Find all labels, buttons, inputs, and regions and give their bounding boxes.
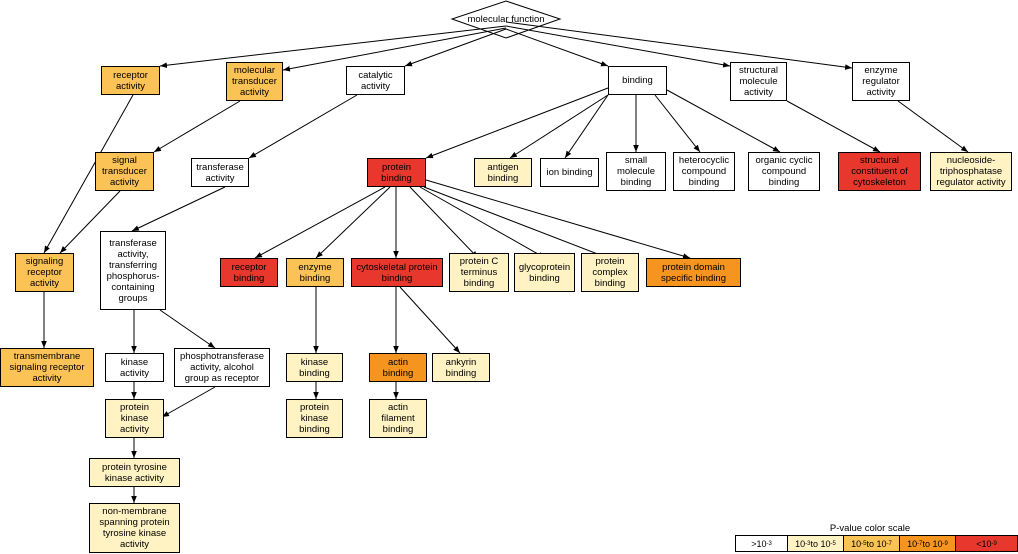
edge-30 — [409, 186, 479, 259]
node-enzyme-regulator[interactable]: enzyme regulator activity — [852, 62, 910, 101]
edge-2 — [282, 27, 507, 72]
node-enzyme-binding[interactable]: enzyme binding — [286, 258, 344, 287]
node-actin-binding[interactable]: actin binding — [369, 353, 427, 382]
edge-13 — [509, 94, 609, 159]
edge-1 — [159, 25, 507, 68]
edge-9 — [59, 190, 121, 254]
edge-31 — [419, 186, 546, 259]
edge-17 — [666, 89, 781, 153]
node-non-membrane-tyrosine-kinase[interactable]: non-membrane spanning protein tyrosine k… — [89, 503, 180, 553]
legend-item-5: <10-9 — [956, 536, 1017, 551]
edge-22 — [159, 309, 216, 349]
edge-37 — [399, 286, 461, 354]
node-molecular-transducer[interactable]: molecular transducer activity — [226, 62, 283, 101]
node-ankyrin-binding[interactable]: ankyrin binding — [432, 353, 490, 382]
edge-24 — [161, 386, 216, 418]
p-value-legend: >10-3 10-3 to 10-5 10-5 to 10-7 10-7 to … — [735, 535, 1018, 552]
edge-14 — [564, 94, 609, 159]
edge-19 — [897, 100, 969, 153]
node-heterocyclic-compound-binding[interactable]: heterocyclic compound binding — [673, 152, 735, 191]
node-protein-domain-specific-binding[interactable]: protein domain specific binding — [646, 258, 741, 287]
edge-4 — [505, 28, 609, 67]
legend-item-3-base: 10 — [851, 538, 862, 549]
legend-item-3-mid: to 10 — [866, 538, 887, 549]
edge-27 — [254, 186, 386, 259]
node-molecular-function[interactable]: molecular function — [467, 13, 545, 25]
edge-28 — [315, 186, 391, 259]
node-antigen-binding[interactable]: antigen binding — [474, 158, 532, 187]
node-actin-filament-binding[interactable]: actin filament binding — [369, 399, 427, 438]
legend-item-5-base: <10 — [976, 538, 992, 549]
node-protein-kinase-binding[interactable]: protein kinase binding — [286, 399, 343, 438]
edge-33 — [425, 179, 691, 259]
node-organic-cyclic-compound-binding[interactable]: organic cyclic compound binding — [748, 152, 820, 191]
node-cytoskeletal-protein-binding[interactable]: cytoskeletal protein binding — [351, 258, 443, 287]
node-protein-kinase-activity[interactable]: protein kinase activity — [105, 399, 164, 438]
node-phosphotransferase-alcohol[interactable]: phosphotransferase activity, alcohol gro… — [174, 348, 270, 387]
node-transmembrane-signaling-receptor[interactable]: transmembrane signaling receptor activit… — [0, 348, 94, 387]
legend-item-2-base: 10 — [795, 538, 806, 549]
node-glycoprotein-binding[interactable]: glycoprotein binding — [514, 253, 575, 292]
legend-item-1: >10-3 — [736, 536, 788, 551]
legend-title: P-value color scale — [829, 523, 911, 534]
edge-10 — [248, 94, 358, 159]
edge-3 — [404, 28, 507, 67]
node-binding[interactable]: binding — [608, 66, 667, 95]
node-signaling-receptor-activity[interactable]: signaling receptor activity — [15, 253, 74, 292]
edge-32 — [423, 186, 609, 259]
edge-18 — [786, 100, 881, 153]
node-transferase-activity[interactable]: transferase activity — [191, 158, 249, 187]
edge-5 — [505, 25, 731, 68]
node-small-molecule-binding[interactable]: small molecule binding — [606, 152, 666, 191]
node-protein-binding[interactable]: protein binding — [367, 158, 426, 187]
node-kinase-binding[interactable]: kinase binding — [286, 353, 343, 382]
edge-16 — [654, 94, 701, 153]
legend-item-2-mid: to 10 — [810, 538, 831, 549]
node-kinase-activity[interactable]: kinase activity — [105, 353, 164, 382]
legend-item-2: 10-3 to 10-5 — [788, 536, 844, 551]
edge-11 — [131, 186, 226, 232]
legend-item-4-mid: to 10 — [922, 538, 943, 549]
legend-item-1-base: >10 — [751, 538, 767, 549]
node-signal-transducer[interactable]: signal transducer activity — [95, 152, 154, 191]
node-transferase-phosphorus[interactable]: transferase activity, transferring phosp… — [100, 231, 166, 310]
edge-6 — [505, 21, 853, 70]
node-nucleoside-triphosphatase-regulator[interactable]: nucleoside- triphosphatase regulator act… — [930, 152, 1012, 191]
node-structural-molecule[interactable]: structural molecule activity — [730, 62, 787, 101]
node-structural-constituent-cytoskeleton[interactable]: structural constituent of cytoskeleton — [838, 152, 921, 191]
legend-item-3: 10-5 to 10-7 — [844, 536, 900, 551]
edge-7 — [43, 94, 134, 254]
legend-item-4: 10-7 to 10-9 — [900, 536, 956, 551]
legend-item-4-base: 10 — [907, 538, 918, 549]
node-protein-tyrosine-kinase[interactable]: protein tyrosine kinase activity — [89, 458, 180, 487]
edge-12 — [425, 87, 609, 159]
node-catalytic-activity[interactable]: catalytic activity — [346, 66, 405, 95]
node-receptor-activity[interactable]: receptor activity — [101, 66, 160, 95]
edge-8 — [153, 100, 241, 153]
node-receptor-binding[interactable]: receptor binding — [220, 258, 278, 287]
node-ion-binding[interactable]: ion binding — [540, 158, 599, 187]
node-protein-complex-binding[interactable]: protein complex binding — [581, 253, 639, 292]
root-diamond — [450, 0, 562, 39]
node-protein-c-terminus-binding[interactable]: protein C terminus binding — [449, 253, 509, 292]
